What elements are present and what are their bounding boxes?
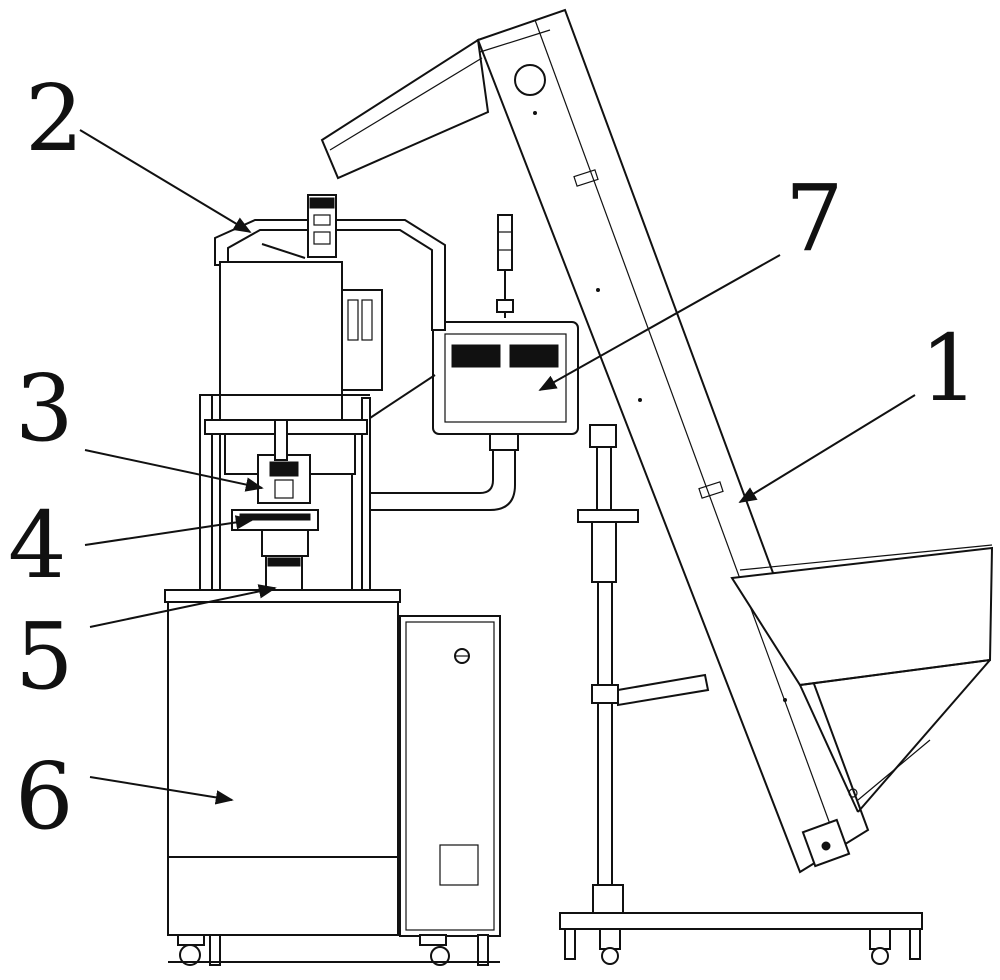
conveyor-body: [476, 8, 870, 874]
main-machine: [164, 194, 501, 966]
control-panel-assembly: [368, 214, 579, 511]
leader-lines: [79, 129, 916, 805]
control-panel: [432, 321, 579, 435]
callout-1: 1: [920, 315, 979, 422]
callout-labels: 2 3 4 5 6 7 1: [8, 65, 979, 850]
leader-4: [84, 515, 254, 546]
leader-2: [79, 129, 252, 233]
callout-2: 2: [25, 65, 84, 172]
leader-1: [738, 394, 916, 503]
callout-6: 6: [15, 743, 74, 850]
callout-5: 5: [15, 603, 74, 710]
top-pulley: [514, 64, 546, 96]
callout-4: 4: [8, 492, 67, 599]
support-stand: [559, 424, 923, 965]
leader-5: [89, 584, 277, 628]
inclined-conveyor: [320, 8, 994, 874]
upper-box: [219, 261, 343, 421]
conveyor-hood: [320, 38, 490, 180]
electrical-cabinet: [399, 615, 501, 937]
callout-3: 3: [15, 355, 74, 462]
callout-7: 7: [785, 165, 844, 272]
signal-light: [497, 214, 513, 271]
leader-3: [84, 449, 264, 492]
base-cabinet: [167, 601, 399, 858]
leader-7: [538, 254, 781, 391]
leader-6: [89, 776, 234, 805]
